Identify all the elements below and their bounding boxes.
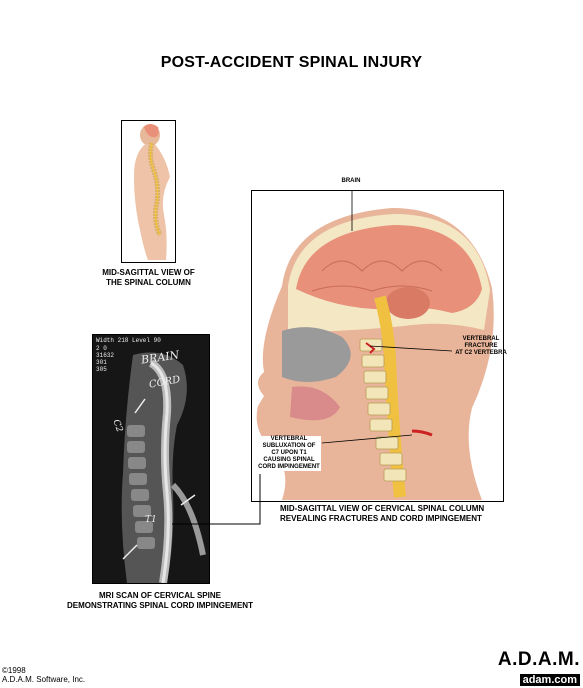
adam-logo: A.D.A.M. adam.com (497, 649, 580, 686)
label-fracture: VERTEBRAL FRACTURE AT C2 VERTEBRA (455, 336, 507, 356)
spinal-column-panel (121, 120, 176, 263)
mri-caption: MRI SCAN OF CERVICAL SPINE DEMONSTRATING… (67, 591, 253, 610)
mri-label-t1: T1 (145, 515, 157, 525)
mri-side-values: 2 0 31632 301 305 (96, 345, 115, 373)
cervical-illustration (256, 191, 494, 500)
mri-panel: Width 218 Level 90 2 0 31632 301 305 BRA… (92, 334, 210, 584)
mri-image (93, 335, 209, 583)
spinal-column-illustration (134, 124, 170, 260)
spinal-column-caption: MID-SAGITTAL VIEW OF THE SPINAL COLUMN (102, 268, 195, 287)
cervical-caption: MID-SAGITTAL VIEW OF CERVICAL SPINAL COL… (280, 504, 485, 523)
label-brain: BRAIN (341, 178, 361, 184)
label-subluxation: VERTEBRAL SUBLUXATION OF C7 UPON T1 CAUS… (257, 436, 321, 471)
copyright: ©1998 A.D.A.M. Software, Inc. (2, 666, 86, 684)
page-title: POST-ACCIDENT SPINAL INJURY (160, 54, 423, 71)
mri-header: Width 218 Level 90 (96, 337, 161, 344)
